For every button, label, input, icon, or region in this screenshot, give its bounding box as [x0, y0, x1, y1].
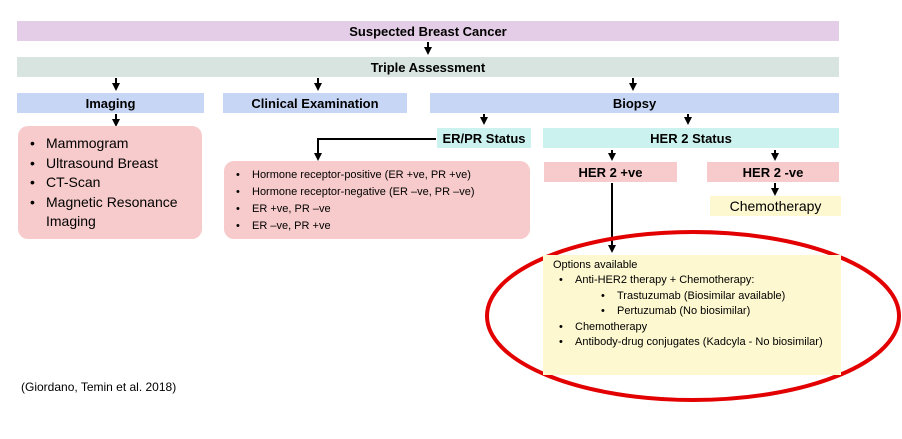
anti-her2-option: Anti-HER2 therapy + Chemotherapy: — [575, 274, 755, 287]
list-item: CT-Scan — [24, 173, 196, 193]
citation: (Giordano, Temin et al. 2018) — [21, 380, 177, 394]
er-pr-status-label: ER/PR Status — [442, 130, 526, 146]
list-item: Mammogram — [24, 134, 196, 154]
her2-negative-bar: HER 2 -ve — [707, 162, 839, 182]
imaging-label: Imaging — [85, 95, 136, 111]
list-item: ER –ve, PR +ve — [230, 218, 524, 235]
list-item: Hormone receptor-negative (ER –ve, PR –v… — [230, 184, 524, 201]
list-item: Ultrasound Breast — [24, 154, 196, 174]
chemotherapy-bar: Chemotherapy — [710, 196, 841, 216]
imaging-methods-list: Mammogram Ultrasound Breast CT-Scan Magn… — [24, 134, 196, 232]
suspected-breast-cancer-label: Suspected Breast Cancer — [349, 23, 507, 39]
list-item: Chemotherapy — [553, 320, 837, 336]
highlight-ellipse — [485, 230, 901, 402]
her2-status-bar: HER 2 Status — [543, 128, 839, 148]
biopsy-bar: Biopsy — [430, 93, 839, 113]
chemotherapy-label: Chemotherapy — [729, 198, 822, 214]
imaging-methods-box: Mammogram Ultrasound Breast CT-Scan Magn… — [18, 126, 202, 239]
triple-assessment-bar: Triple Assessment — [17, 57, 839, 77]
list-item: Pertuzumab (No biosimilar) — [595, 304, 837, 320]
list-item: Hormone receptor-positive (ER +ve, PR +v… — [230, 167, 524, 184]
her2-positive-bar: HER 2 +ve — [544, 162, 677, 182]
list-item: Trastuzumab (Biosimilar available) — [595, 289, 837, 305]
clinical-examination-label: Clinical Examination — [251, 95, 379, 111]
imaging-bar: Imaging — [17, 93, 204, 113]
her2-negative-label: HER 2 -ve — [742, 164, 804, 180]
er-pr-status-list: Hormone receptor-positive (ER +ve, PR +v… — [230, 167, 524, 235]
her2-positive-label: HER 2 +ve — [578, 164, 643, 180]
list-item: ER +ve, PR –ve — [230, 201, 524, 218]
clinical-examination-bar: Clinical Examination — [223, 93, 407, 113]
suspected-breast-cancer-bar: Suspected Breast Cancer — [17, 21, 839, 41]
list-item: Magnetic Resonance Imaging — [24, 193, 196, 232]
her2-status-label: HER 2 Status — [650, 130, 732, 146]
options-available-box: Options available Anti-HER2 therapy + Ch… — [543, 255, 841, 375]
anti-her2-drug-list: Trastuzumab (Biosimilar available) Pertu… — [575, 289, 837, 320]
options-list: Anti-HER2 therapy + Chemotherapy: Trastu… — [553, 273, 837, 350]
er-pr-status-bar: ER/PR Status — [437, 128, 531, 148]
triple-assessment-label: Triple Assessment — [370, 59, 486, 75]
list-item: Anti-HER2 therapy + Chemotherapy: Trastu… — [553, 273, 837, 320]
list-item: Antibody-drug conjugates (Kadcyla - No b… — [553, 335, 837, 351]
options-heading: Options available — [553, 259, 638, 271]
biopsy-label: Biopsy — [612, 95, 657, 111]
er-pr-status-box: Hormone receptor-positive (ER +ve, PR +v… — [224, 161, 530, 239]
